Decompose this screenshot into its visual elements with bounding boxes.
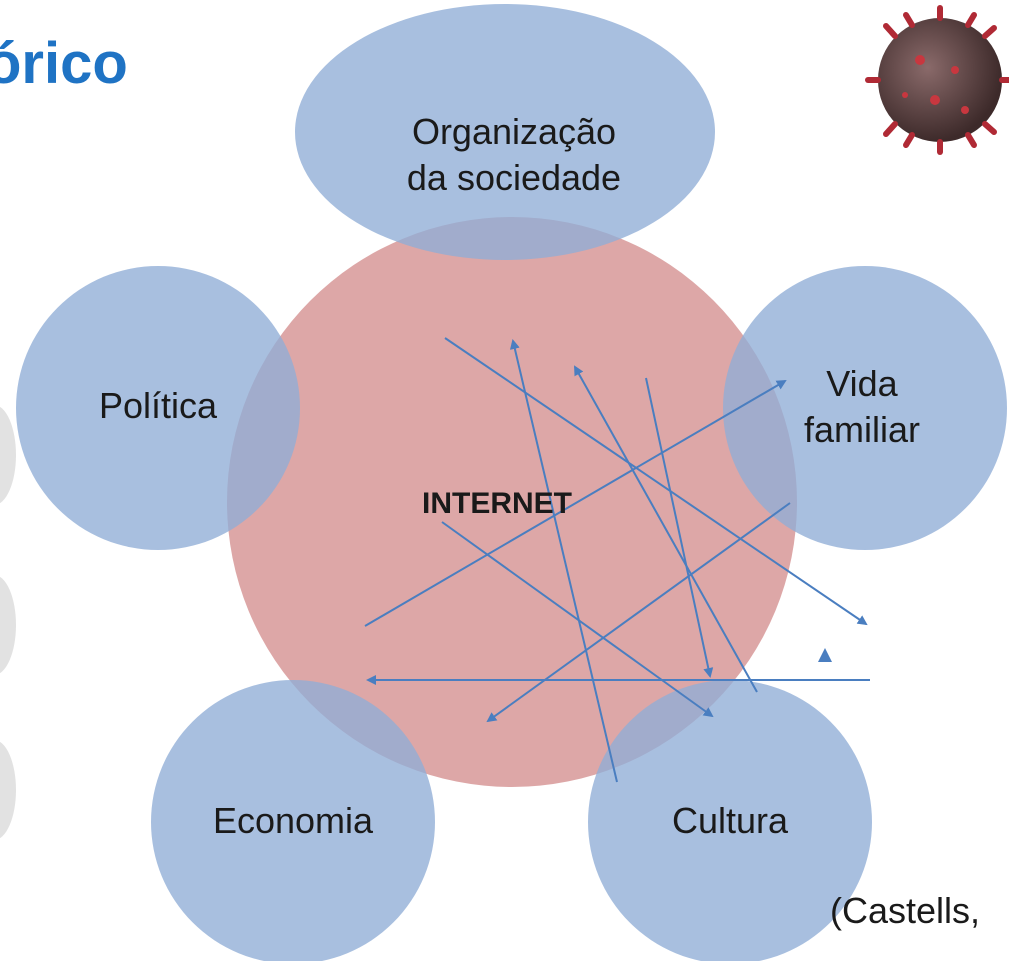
- arrow-6: [486, 502, 791, 723]
- internet-label: INTERNET: [422, 487, 572, 520]
- arrow-2: [364, 379, 787, 627]
- arrows: [364, 337, 870, 783]
- internet-circle: [227, 217, 797, 787]
- node-cultura: [588, 680, 872, 961]
- left-edge-decoration: [0, 406, 16, 839]
- node-economia: [151, 680, 435, 961]
- arrow-1: [444, 337, 868, 626]
- node-label-politica: Política: [99, 385, 218, 426]
- node-organizacao: [295, 4, 715, 260]
- node-vida: [723, 266, 1007, 550]
- arrow-4: [574, 365, 758, 693]
- node-label-vida-1: Vida: [826, 363, 898, 404]
- arrowhead-stray: [818, 648, 832, 662]
- node-label-cultura: Cultura: [672, 800, 789, 841]
- virus-image: [865, 5, 1009, 155]
- node-label-organizacao-1: Organização: [412, 111, 616, 152]
- node-label-vida-2: familiar: [804, 409, 920, 450]
- arrow-3: [509, 339, 618, 783]
- node-label-economia: Economia: [213, 800, 374, 841]
- node-politica: [16, 266, 300, 550]
- node-label-organizacao-2: da sociedade: [407, 157, 621, 198]
- arrow-5: [645, 377, 714, 678]
- arrow-7: [441, 521, 714, 718]
- citation: (Castells,: [830, 890, 981, 931]
- page-title: órico: [0, 31, 128, 96]
